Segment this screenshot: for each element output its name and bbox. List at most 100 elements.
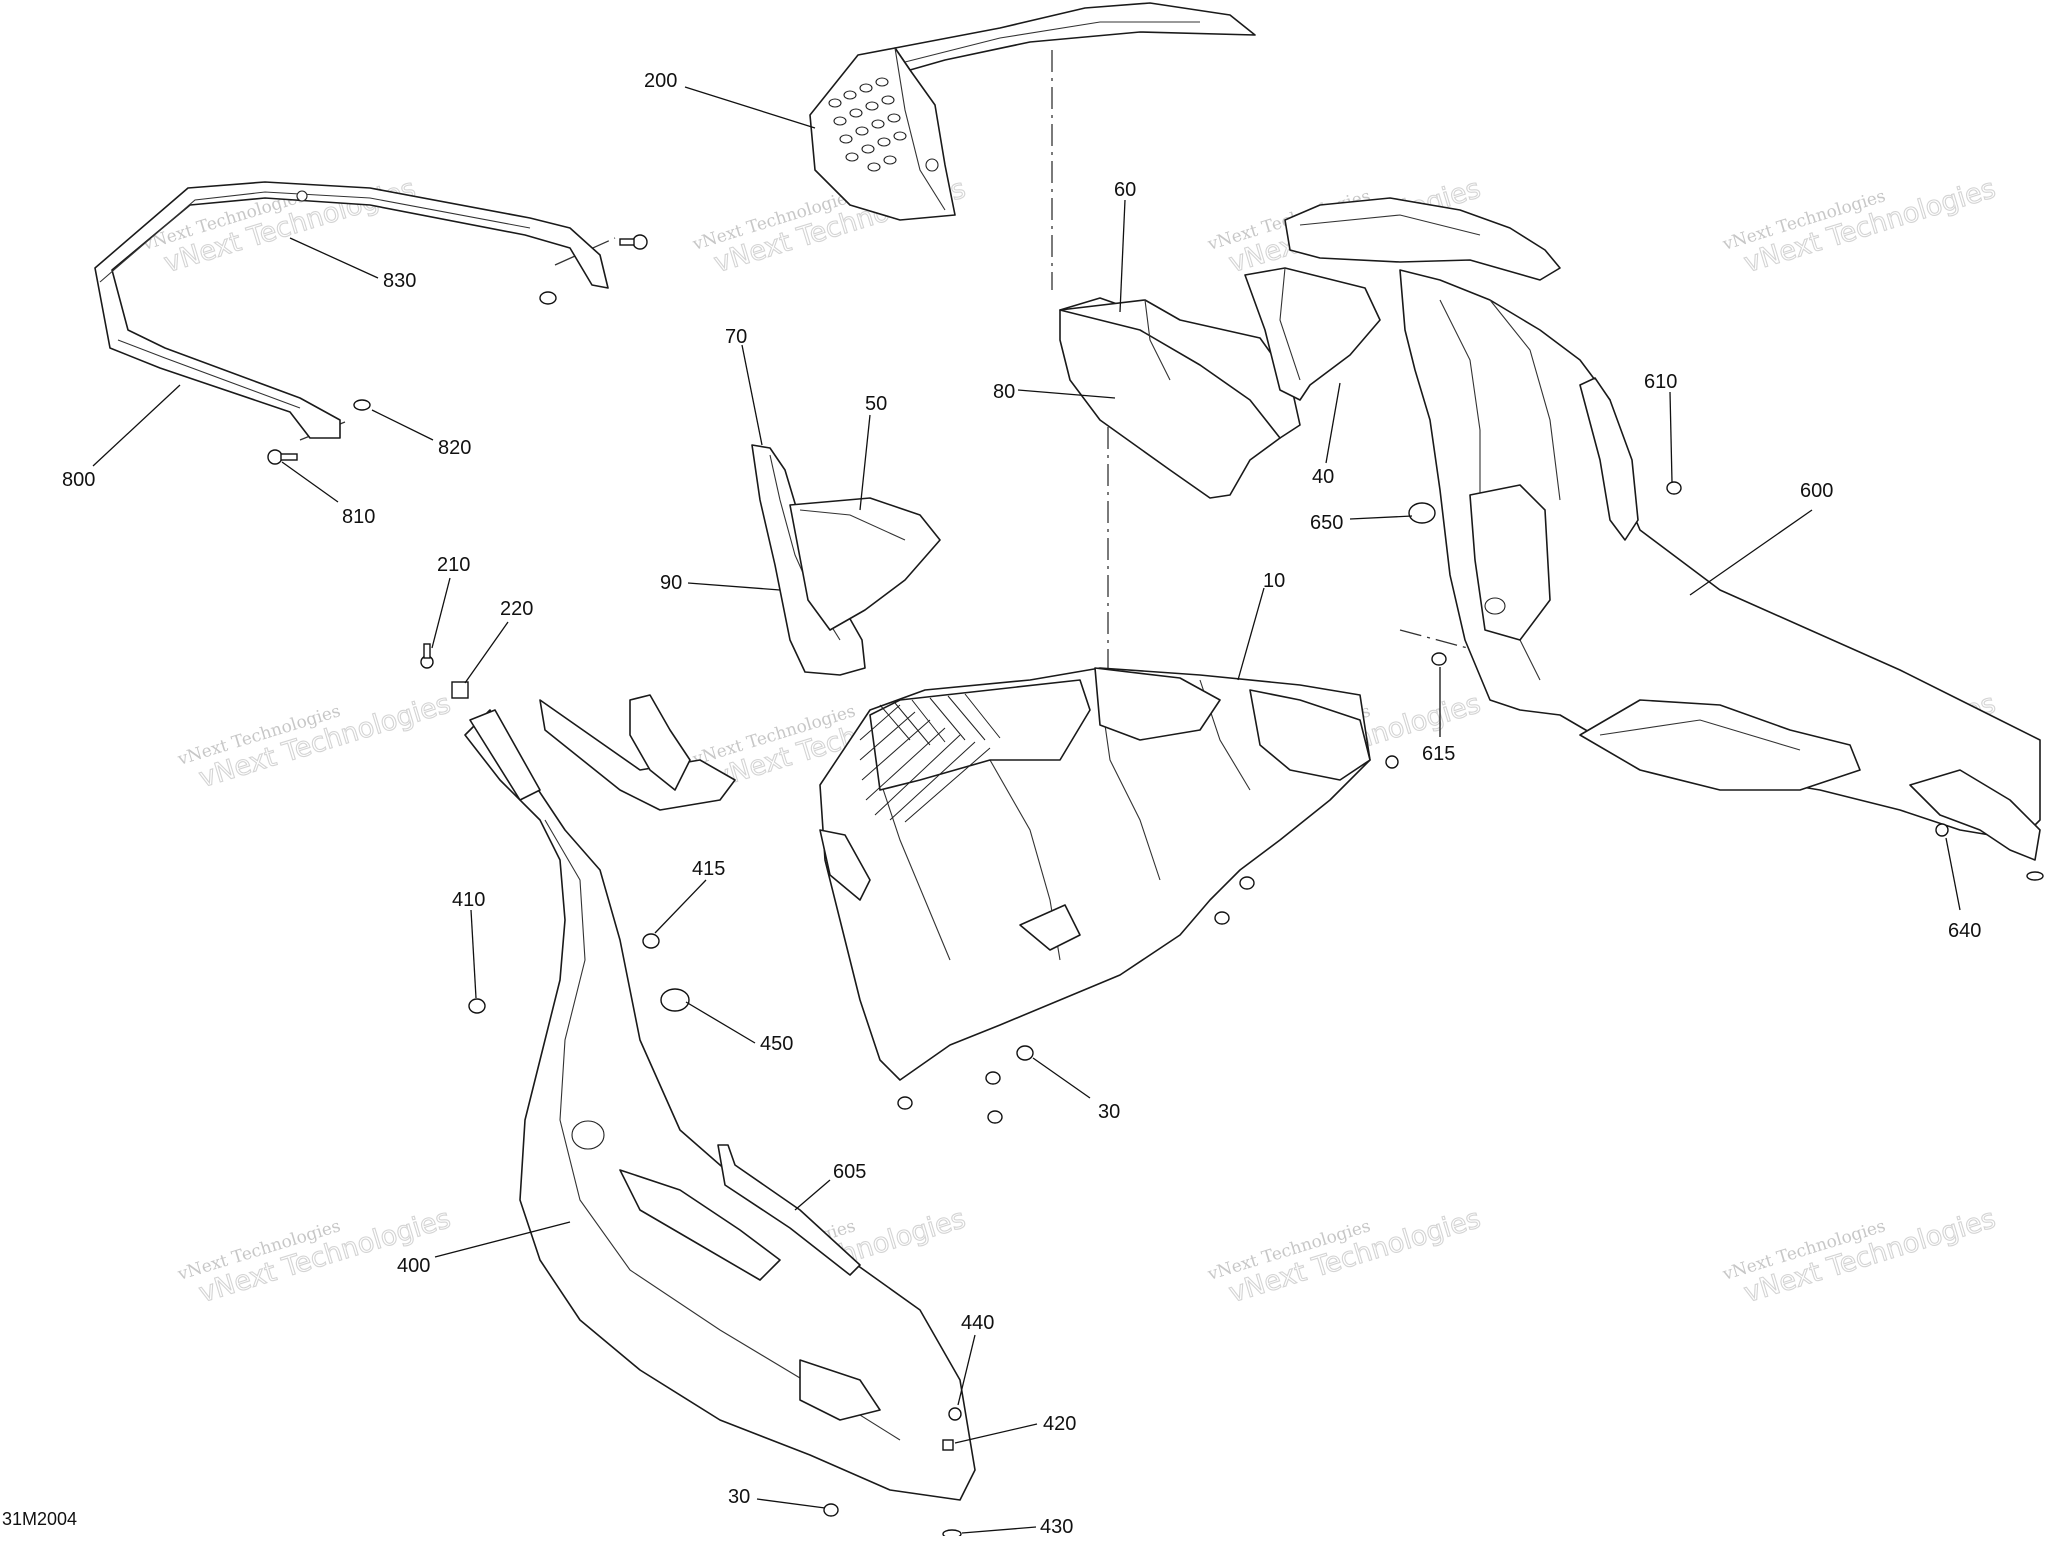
callout-label: 800 (62, 469, 95, 491)
part-600-right-side-panel (1399, 269, 2041, 861)
part-10-nosecone (819, 667, 1371, 1081)
callout-label: 615 (1422, 743, 1455, 765)
part-605-trim-strip (717, 1144, 861, 1276)
callout-400: 400 (397, 1221, 571, 1277)
part-40-top-bracket (1284, 197, 1561, 281)
part-200-deflector (809, 2, 1256, 221)
callout-30-bottom: 30 (728, 1486, 826, 1509)
nut-410 (468, 998, 486, 1014)
callout-605: 605 (794, 1161, 866, 1211)
nut-30g (823, 1503, 839, 1517)
callout-label: 10 (1263, 570, 1285, 592)
callout-70: 70 (725, 326, 763, 446)
part-60-upper-panel (1059, 299, 1301, 439)
nut-415 (642, 933, 660, 949)
callout-label: 90 (660, 572, 682, 594)
callout-430: 430 (961, 1516, 1073, 1538)
callout-label: 415 (692, 858, 725, 880)
callout-200: 200 (644, 70, 816, 129)
nut-830 (539, 291, 557, 305)
nut-615 (1431, 652, 1447, 666)
callout-640: 640 (1945, 837, 1981, 942)
drawing-code: 31M2004 (2, 1509, 77, 1529)
callout-40: 40 (1312, 382, 1341, 488)
nut-430 (942, 1529, 962, 1539)
callout-600: 600 (1689, 480, 1833, 596)
callout-210: 210 (431, 554, 470, 649)
callout-90: 90 (660, 572, 781, 594)
callout-label: 200 (644, 70, 677, 92)
nut-30d (897, 1096, 913, 1110)
screw-830 (619, 234, 648, 250)
callout-label: 80 (993, 381, 1015, 403)
callout-label: 650 (1310, 512, 1343, 534)
callout-420: 420 (954, 1413, 1076, 1444)
callout-440: 440 (957, 1312, 994, 1406)
callout-label: 60 (1114, 179, 1136, 201)
part-40-side-panel (1244, 267, 1381, 401)
screw-210 (420, 643, 434, 669)
callout-label: 450 (760, 1033, 793, 1055)
callout-label: 220 (500, 598, 533, 620)
callout-label: 430 (1040, 1516, 1073, 1536)
clip-420 (942, 1439, 954, 1451)
callout-220: 220 (464, 598, 533, 684)
callout-80: 80 (993, 381, 1116, 403)
callout-label: 440 (961, 1312, 994, 1334)
nut-610 (1666, 481, 1682, 495)
callout-30-center: 30 (1032, 1057, 1120, 1123)
screw-640 (1935, 823, 1949, 837)
nut-820 (353, 399, 371, 411)
screw-810 (267, 449, 298, 465)
nut-30c (987, 1110, 1003, 1124)
nut-30f (1239, 876, 1255, 890)
callout-label: 30 (1098, 1101, 1120, 1123)
callout-820: 820 (371, 409, 471, 459)
callout-410: 410 (452, 889, 485, 999)
nut-30a (1016, 1045, 1034, 1061)
callout-60: 60 (1114, 179, 1136, 313)
callout-800: 800 (62, 384, 181, 491)
part-50-fairing-piece (789, 497, 941, 631)
callout-450: 450 (685, 1001, 793, 1055)
callout-830: 830 (289, 237, 416, 292)
callout-label: 410 (452, 889, 485, 911)
callout-50: 50 (859, 393, 887, 511)
callout-label: 400 (397, 1255, 430, 1277)
callout-label: 600 (1800, 480, 1833, 502)
callout-label: 810 (342, 506, 375, 528)
callout-650: 650 (1310, 512, 1413, 534)
callout-label: 30 (728, 1486, 750, 1508)
callout-label: 820 (438, 437, 471, 459)
callout-label: 50 (865, 393, 887, 415)
grommet-450 (660, 988, 690, 1012)
callout-label: 830 (383, 270, 416, 292)
grommet-650 (1408, 502, 1436, 524)
callout-610: 610 (1644, 371, 1677, 483)
nut-640b (2026, 871, 2044, 881)
callout-10: 10 (1237, 570, 1285, 681)
screw-10 (1385, 755, 1399, 769)
nut-30b (985, 1071, 1001, 1085)
front-grille-mesh (859, 693, 1001, 823)
callout-label: 605 (833, 1161, 866, 1183)
callout-415: 415 (654, 858, 725, 934)
callout-label: 640 (1948, 920, 1981, 942)
callout-label: 40 (1312, 466, 1334, 488)
callout-label: 610 (1644, 371, 1677, 393)
callout-label: 70 (725, 326, 747, 348)
vent-holes (828, 77, 907, 172)
callout-615: 615 (1422, 667, 1455, 765)
part-800-handle (94, 181, 609, 439)
callout-label: 210 (437, 554, 470, 576)
callout-label: 420 (1043, 1413, 1076, 1435)
clip-220 (451, 681, 469, 699)
